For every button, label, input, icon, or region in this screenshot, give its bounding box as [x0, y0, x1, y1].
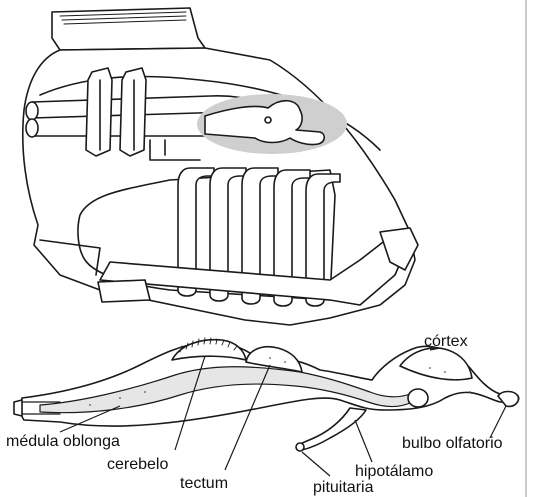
clamp-right — [120, 68, 146, 156]
label-cortex: córtex — [424, 333, 468, 350]
label-tectum: tectum — [180, 475, 228, 492]
label-hipotalamo: hipotálamo — [355, 463, 433, 480]
label-bulbo-olfatorio: bulbo olfatorio — [402, 435, 503, 452]
cerebellum — [172, 340, 246, 360]
ventral-plate — [98, 280, 150, 302]
hypothalamus-stalk — [300, 408, 366, 450]
leader-hipotalamo — [355, 420, 372, 462]
pituitary-body — [296, 443, 304, 451]
label-cerebelo: cerebelo — [107, 456, 168, 473]
olfactory-bulb — [498, 392, 518, 407]
leader-bulbo — [490, 406, 506, 438]
clamp-left — [86, 68, 112, 156]
leader-pituitaria — [302, 452, 330, 476]
label-medula-oblonga: médula oblonga — [6, 433, 120, 450]
label-pituitaria: pituitaria — [313, 479, 374, 496]
optic-loop — [408, 389, 428, 407]
head-skeleton-drawing — [23, 8, 418, 325]
